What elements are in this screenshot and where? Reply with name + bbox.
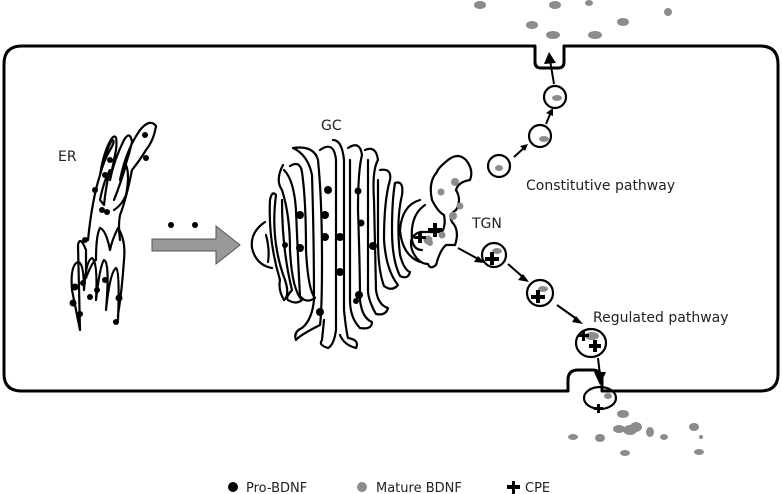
er-to-gc-arrow xyxy=(151,224,241,266)
transport-dot xyxy=(192,222,198,228)
legend-label-mature-bdnf: Mature BDNF xyxy=(376,481,462,494)
legend-label-cpe: CPE xyxy=(525,481,550,494)
secreted-bdnf-bottom xyxy=(568,410,704,456)
legend: Pro-BDNF Mature BDNF CPE xyxy=(228,481,550,494)
gc-label: GC xyxy=(321,118,342,134)
tgn-label: TGN xyxy=(471,216,502,232)
mature-bdnf-legend-icon xyxy=(357,482,367,492)
golgi-complex xyxy=(250,138,427,350)
regulated-vesicles xyxy=(457,241,618,413)
constitutive-vesicles xyxy=(486,52,568,179)
constitutive-pathway-label: Constitutive pathway xyxy=(526,178,675,194)
pro-bdnf-legend-icon xyxy=(228,482,238,492)
trans-golgi-network xyxy=(409,154,473,269)
transport-dot xyxy=(168,222,174,228)
legend-label-pro-bdnf: Pro-BDNF xyxy=(246,481,307,494)
secreted-bdnf-top xyxy=(474,0,672,39)
endoplasmic-reticulum xyxy=(69,121,158,332)
cpe-legend-icon xyxy=(507,481,520,494)
er-label: ER xyxy=(58,149,77,165)
cell-membrane xyxy=(2,44,780,393)
regulated-pathway-label: Regulated pathway xyxy=(593,310,729,326)
